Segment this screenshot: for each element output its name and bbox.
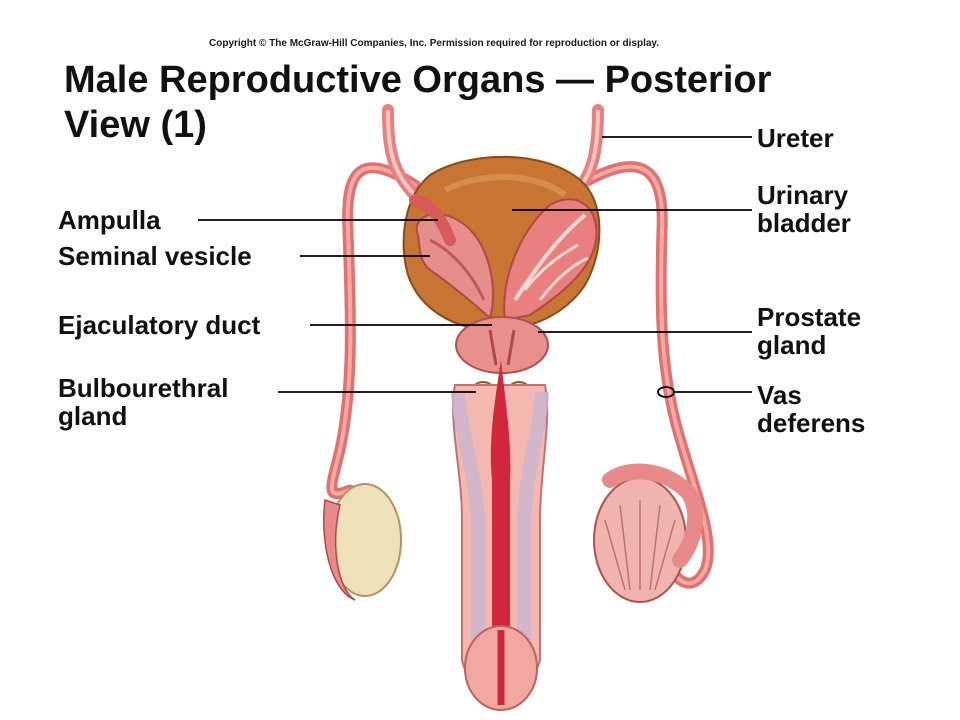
urethra xyxy=(490,360,511,650)
label-prostate-gland: Prostate gland xyxy=(757,302,862,360)
epididymis-left xyxy=(323,498,356,601)
ampulla xyxy=(409,194,456,246)
label-urinary-bladder: Urinary bladder xyxy=(757,180,851,238)
label-ureter: Ureter xyxy=(757,123,834,153)
vas-deferens-marker xyxy=(657,386,675,398)
page-title: Male Reproductive Organs — Posterior Vie… xyxy=(64,58,771,148)
label-ejaculatory-duct: Ejaculatory duct xyxy=(58,310,261,340)
label-seminal-vesicle: Seminal vesicle xyxy=(58,241,252,271)
vas-deferens-left xyxy=(326,162,421,500)
title-line-1: Male Reproductive Organs — Posterior xyxy=(64,59,772,101)
seminal-vesicle-right xyxy=(503,198,598,322)
epididymis-right xyxy=(602,463,704,568)
label-bulbourethral-gland: Bulbourethral gland xyxy=(58,373,229,431)
erectile-tissue-left xyxy=(451,391,485,640)
label-ampulla: Ampulla xyxy=(58,205,161,235)
label-vas-deferens: Vas deferens xyxy=(757,380,866,438)
copyright-notice: Copyright © The McGraw-Hill Companies, I… xyxy=(209,38,660,49)
title-line-2: View (1) xyxy=(64,104,207,146)
erectile-tissue-right xyxy=(517,391,549,640)
